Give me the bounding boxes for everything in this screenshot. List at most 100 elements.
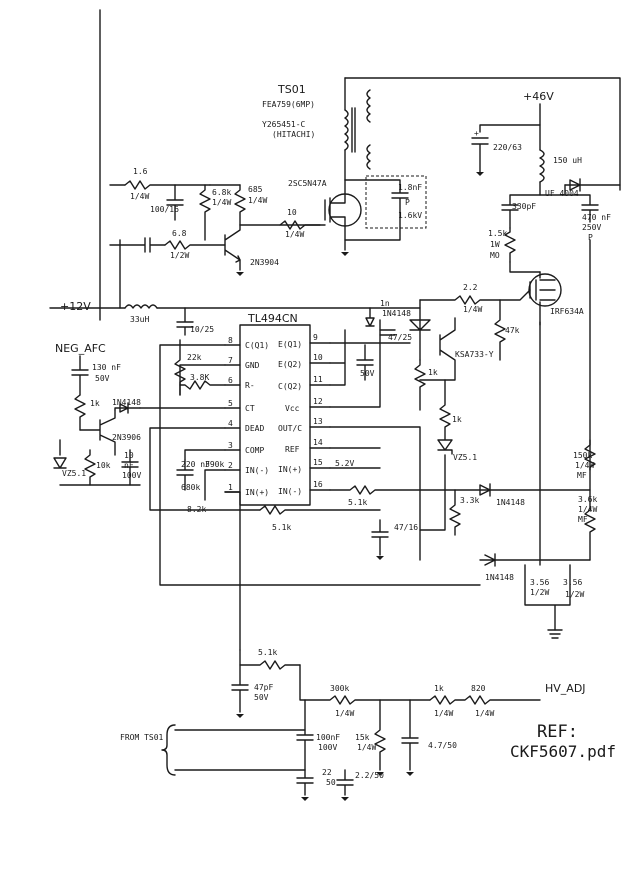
- c-47-16-label: 47/16: [394, 523, 418, 532]
- c-100-16-label: 100/16: [150, 205, 179, 214]
- transistor-2n3904: [224, 224, 241, 271]
- r-5-1k-b-label: 5.1k: [348, 498, 367, 507]
- mosfet-2sc: [324, 179, 362, 251]
- r-1-6-w: 1/4W: [130, 192, 149, 201]
- r-8-2k-label: 8.2k: [187, 505, 206, 514]
- r-1k-hv-w: 1/4W: [434, 709, 453, 718]
- ic-pin-9-name: E(Q1): [278, 340, 302, 349]
- from-ts01-bracket: [161, 724, 176, 776]
- r-2-2-label: 2.2: [463, 283, 478, 292]
- q-irf-label: IRF634A: [550, 307, 584, 316]
- ts01-part: FEA759(6MP): [262, 100, 315, 109]
- mosfet-irf634a: [528, 271, 562, 326]
- c-220-63-label: 220/63: [493, 143, 522, 152]
- d-1n4148-afc-label: 1N4148: [112, 398, 141, 407]
- r-820-w: 1/4W: [475, 709, 494, 718]
- r-300k-label: 300k: [330, 684, 349, 693]
- ic-pin-12-name: Vcc: [285, 404, 300, 413]
- from-ts01-label: FROM TS01: [120, 733, 164, 742]
- r-15k-label: 15k: [355, 733, 370, 742]
- c-10nf-label: 10: [124, 451, 134, 460]
- ic-pin-2-name: IN(-): [245, 466, 269, 475]
- q-2n3904-label: 2N3904: [250, 258, 279, 267]
- v46-label: +46V: [523, 90, 554, 103]
- inductor-33uh: [124, 304, 158, 309]
- c-50v-label: 50V: [360, 369, 375, 378]
- c-100nf-label: 100nF: [316, 733, 340, 742]
- r-300k-w: 1/4W: [335, 709, 354, 718]
- r-10-w: 1/4W: [285, 230, 304, 239]
- ic-right-pins: [309, 342, 331, 491]
- ref-label: REF:: [537, 722, 578, 742]
- c-1n-label: 1n: [380, 299, 390, 308]
- r-1-6-label: 1.6: [133, 167, 148, 176]
- ts01-label: TS01: [277, 83, 306, 96]
- r-390k-label: 390k: [205, 460, 224, 469]
- ic-pin-7-name: GND: [245, 361, 260, 370]
- ic-pin-10-name: E(Q2): [278, 360, 302, 369]
- c-130nf-v: 50V: [95, 374, 110, 383]
- c-47pf-v: 50V: [254, 693, 269, 702]
- z-vz5-label: VZ5.1: [453, 453, 477, 462]
- capacitor-220-63: +: [471, 129, 489, 173]
- ic-pin-14-num: 14: [313, 438, 323, 447]
- ic-pin-3-name: COMP: [245, 446, 264, 455]
- r-3-6k-label: 3.6k: [578, 495, 597, 504]
- ic-pin-11-num: 11: [313, 375, 323, 384]
- r-1k-z-label: 1k: [452, 415, 462, 424]
- d-uf4004-label: UF 4004: [545, 189, 579, 198]
- ic-pin-5-name: CT: [245, 404, 255, 413]
- ic-pin-1-num: 1: [228, 483, 233, 492]
- d-1n4148-top-label: 1N4148: [382, 309, 411, 318]
- r-1k-hv-label: 1k: [434, 684, 444, 693]
- transformer-ts01: [344, 77, 621, 191]
- ic-pin-13-num: 13: [313, 417, 323, 426]
- r-820-label: 820: [471, 684, 486, 693]
- ic-pin-3-num: 3: [228, 441, 233, 450]
- c-10nf-v: 100V: [122, 471, 141, 480]
- c-130nf-label: 130 nF: [92, 363, 121, 372]
- r-685-label: 685: [248, 185, 263, 194]
- ic-pin-8-num: 8: [228, 336, 233, 345]
- ic-pin-15-num: 15: [313, 458, 323, 467]
- ic-pin-16-num: 16: [313, 480, 323, 489]
- c-47-50-label: 4.7/50: [428, 741, 457, 750]
- r-3-56-b-w: 1/2W: [565, 590, 584, 599]
- c-47-25-label: 47/25: [388, 333, 412, 342]
- r-150k-m: MF: [577, 471, 587, 480]
- ic-pin-6-num: 6: [228, 376, 233, 385]
- ts01-sub: Y265451-C: [262, 120, 306, 129]
- r-1k-afc-label: 1k: [90, 399, 100, 408]
- q-ksa-label: KSA733-Y: [455, 350, 494, 359]
- r-3-56-a-label: 3.56: [530, 578, 549, 587]
- ic-pin-12-num: 12: [313, 397, 323, 406]
- svg-text:+: +: [474, 129, 479, 138]
- r-10-label: 10: [287, 208, 297, 217]
- c-100nf-v: 100V: [318, 743, 337, 752]
- ic-pin-2-num: 2: [228, 461, 233, 470]
- c-2-2-50-label: 2.2/50: [355, 771, 384, 780]
- ic-pin-11-name: C(Q2): [278, 382, 302, 391]
- c-18nf-v: 1.6kV: [398, 211, 422, 220]
- r-10k-label: 10k: [96, 461, 111, 470]
- r-1-5k-label: 1.5k: [488, 229, 507, 238]
- l-150uh-label: 150 uH: [553, 156, 582, 165]
- r-685-w: 1/4W: [248, 196, 267, 205]
- c-47pf-label: 47pF: [254, 683, 273, 692]
- ref-file: CKF5607.pdf: [510, 742, 616, 761]
- r-150k-w: 1/4W: [575, 461, 594, 470]
- inductor-150uh: [539, 149, 545, 183]
- c-22-50-v: 50: [326, 778, 336, 787]
- ic-pin-15-name: IN(+): [278, 465, 302, 474]
- ground-symbol: [476, 172, 484, 176]
- r-1-5k-m: MO: [490, 251, 500, 260]
- transistor-ksa733: [419, 317, 456, 381]
- c-18nf-label: 1.8nF: [398, 183, 422, 192]
- v46-wire: [479, 103, 541, 133]
- r-1-5k-w: 1W: [490, 240, 500, 249]
- neg-afc-label: NEG_AFC: [55, 342, 106, 355]
- ic-pin-9-num: 9: [313, 333, 318, 342]
- q-2n3906-label: 2N3906: [112, 433, 141, 442]
- ic-pin-10-num: 10: [313, 353, 323, 362]
